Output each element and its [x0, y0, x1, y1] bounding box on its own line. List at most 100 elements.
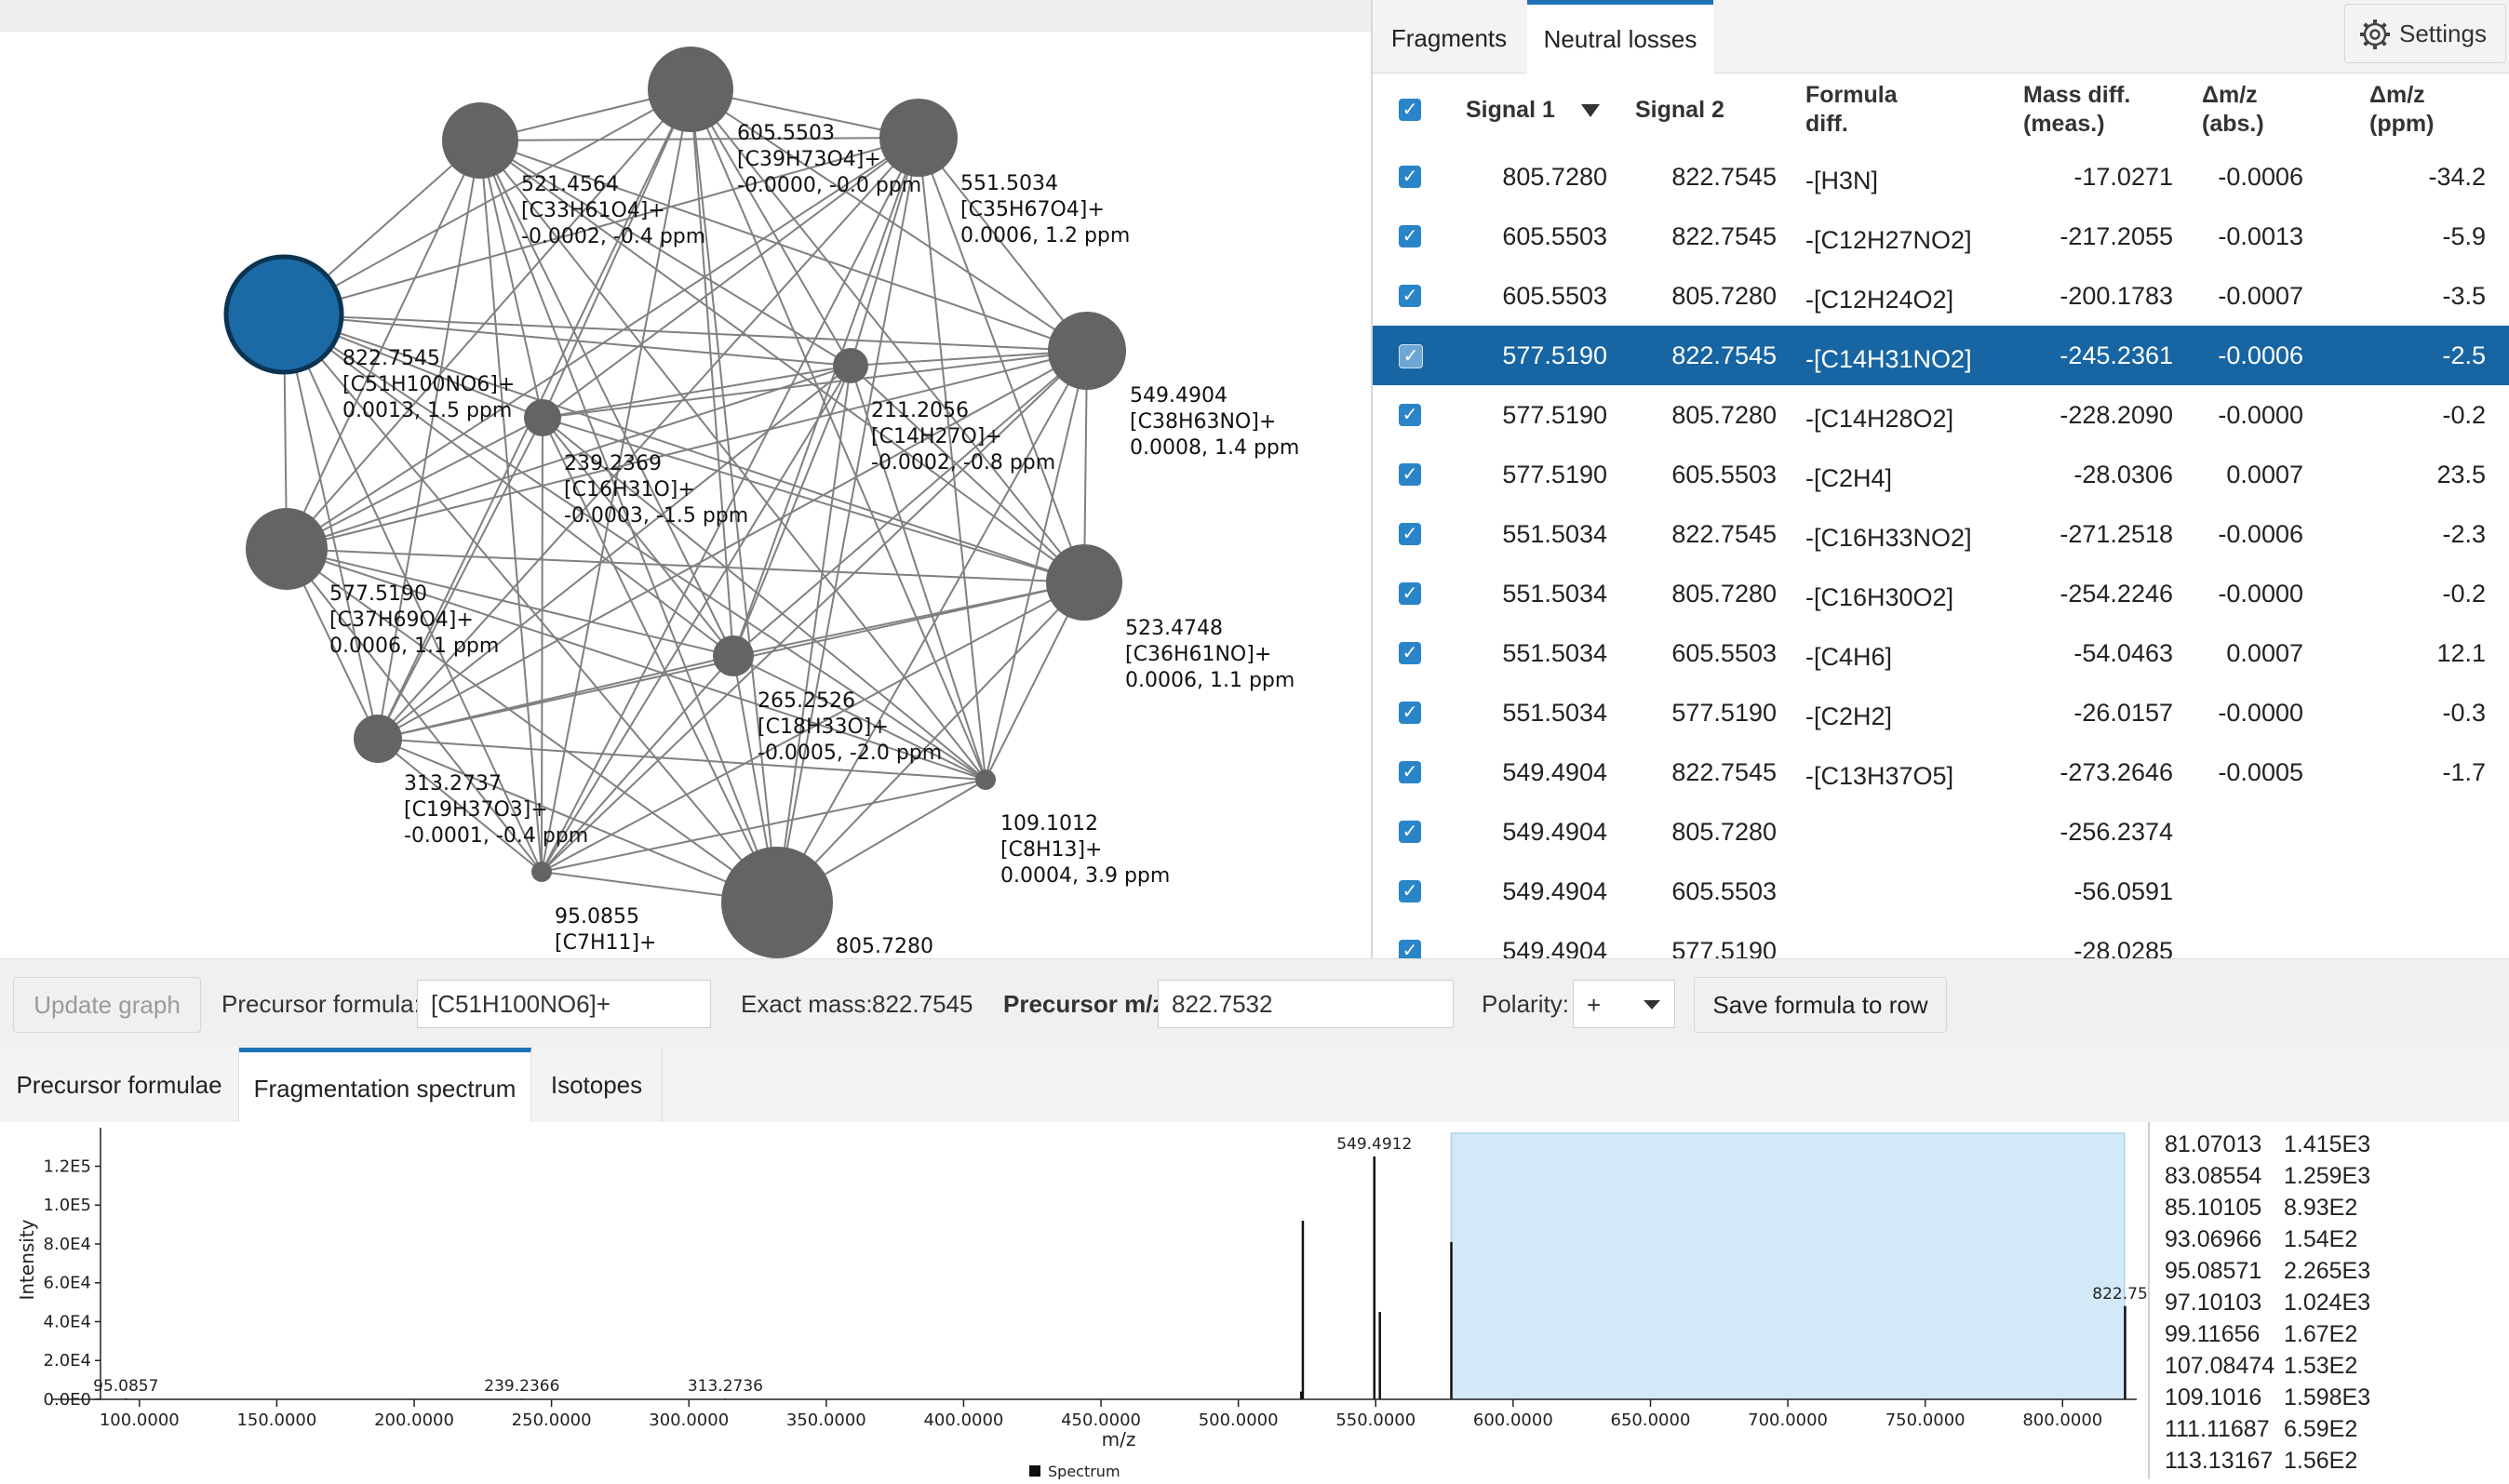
- precursor-mz-input[interactable]: [1158, 980, 1454, 1028]
- peak-mz: 113.13167: [2165, 1448, 2274, 1474]
- row-checkbox[interactable]: ✓: [1399, 761, 1421, 783]
- graph-edge: [283, 314, 1085, 583]
- graph-node-label-formula: [C37H69O4]+: [329, 608, 474, 632]
- graph-node[interactable]: [1046, 544, 1122, 621]
- x-tick-label: 550.0000: [1335, 1410, 1416, 1430]
- row-checkbox[interactable]: ✓: [1399, 404, 1421, 426]
- select-all-checkbox[interactable]: ✓: [1399, 99, 1421, 121]
- header-delta-ppm[interactable]: Δm/z(ppm): [2369, 74, 2434, 152]
- save-formula-button[interactable]: Save formula to row: [1694, 977, 1947, 1033]
- graph-node[interactable]: [648, 47, 733, 132]
- row-checkbox[interactable]: ✓: [1399, 880, 1421, 902]
- row-checkbox[interactable]: ✓: [1399, 166, 1421, 188]
- precursor-formula-input[interactable]: [417, 980, 711, 1028]
- legend-label: Spectrum: [1048, 1463, 1120, 1479]
- row-checkbox[interactable]: ✓: [1399, 463, 1421, 486]
- tab-neutral-losses[interactable]: Neutral losses: [1527, 0, 1713, 74]
- tab-fragments[interactable]: Fragments: [1390, 24, 1508, 52]
- graph-node[interactable]: [354, 715, 402, 763]
- tab-isotopes[interactable]: Isotopes: [531, 1048, 663, 1122]
- graph-node[interactable]: [442, 102, 518, 179]
- graph-node-label-formula: [C39H73O4]+: [737, 148, 881, 171]
- x-tick-label: 500.0000: [1199, 1410, 1279, 1430]
- row-checkbox[interactable]: ✓: [1399, 225, 1421, 247]
- header-mass-diff[interactable]: Mass diff.(meas.): [2023, 74, 2130, 152]
- mass-diff-cell: -271.2518: [2060, 520, 2173, 548]
- graph-node[interactable]: [713, 635, 754, 676]
- delta-abs-cell: -0.0013: [2218, 222, 2303, 250]
- graph-node[interactable]: [1048, 312, 1126, 390]
- signal1-cell: 605.5503: [1502, 282, 1607, 310]
- x-tick-label: 750.0000: [1885, 1410, 1966, 1430]
- polarity-select[interactable]: +: [1573, 980, 1675, 1028]
- mass-diff-cell: -17.0271: [2073, 163, 2173, 191]
- row-checkbox[interactable]: ✓: [1399, 702, 1421, 724]
- y-tick-label: 8.0E4: [44, 1235, 91, 1254]
- delta-abs-cell: -0.0007: [2218, 282, 2303, 310]
- row-checkbox[interactable]: ✓: [1399, 582, 1421, 605]
- graph-node[interactable]: [524, 399, 561, 436]
- settings-button[interactable]: Settings: [2344, 4, 2506, 63]
- row-checkbox[interactable]: ✓: [1399, 821, 1421, 843]
- signal2-cell: 577.5190: [1671, 699, 1777, 727]
- graph-node[interactable]: [721, 847, 833, 958]
- graph-node[interactable]: [246, 508, 328, 590]
- graph-node[interactable]: [975, 769, 996, 790]
- row-checkbox[interactable]: ✓: [1399, 642, 1421, 664]
- row-checkbox[interactable]: ✓: [1399, 940, 1421, 958]
- update-graph-button[interactable]: Update graph: [13, 977, 201, 1033]
- delta-abs-cell: -0.0005: [2218, 758, 2303, 786]
- graph-node[interactable]: [531, 862, 552, 882]
- sort-desc-icon[interactable]: [1579, 102, 1602, 119]
- graph-node[interactable]: [833, 348, 868, 383]
- header-signal2[interactable]: Signal 2: [1635, 97, 1724, 123]
- header-signal1[interactable]: Signal 1: [1466, 97, 1555, 123]
- header-delta-abs[interactable]: Δm/z(abs.): [2202, 74, 2264, 152]
- graph-node-selected[interactable]: [223, 254, 344, 375]
- graph-node[interactable]: [879, 99, 958, 177]
- row-checkbox[interactable]: ✓: [1399, 344, 1423, 368]
- peak-label: 95.0857: [93, 1377, 158, 1396]
- tab-precursor-formulae[interactable]: Precursor formulae: [0, 1048, 239, 1122]
- delta-ppm-cell: -2.3: [2442, 520, 2486, 548]
- graph-edge: [286, 548, 1085, 583]
- row-checkbox[interactable]: ✓: [1399, 523, 1421, 545]
- row-checkbox[interactable]: ✓: [1399, 285, 1421, 307]
- graph-node-label-err: -0.0005, -2.0 ppm: [758, 742, 942, 765]
- tab-fragmentation-spectrum[interactable]: Fragmentation spectrum: [239, 1048, 531, 1122]
- graph-edge: [286, 548, 734, 657]
- graph-node-label: 551.5034[C35H67O4]+0.0006, 1.2 ppm: [960, 172, 1130, 247]
